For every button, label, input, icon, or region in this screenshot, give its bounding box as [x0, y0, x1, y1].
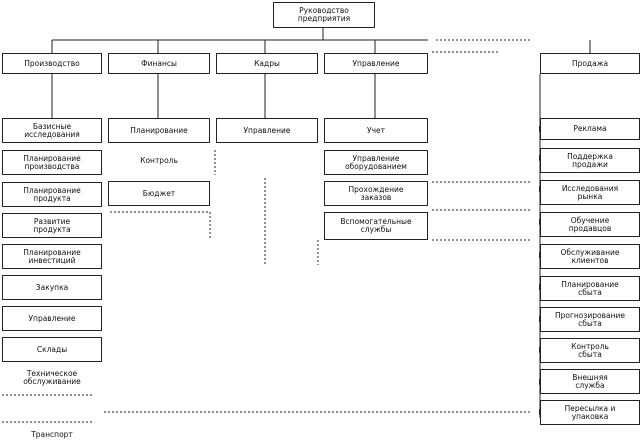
production-item: Развитие продукта	[2, 213, 102, 238]
production-item: Планирование инвестиций	[2, 244, 102, 269]
production-item: Базисные исследования	[2, 118, 102, 143]
production-item: Планирование продукта	[2, 182, 102, 207]
department-management: Управление	[324, 53, 428, 74]
management-item: Учет	[324, 118, 428, 143]
finance-item: Бюджет	[108, 181, 210, 206]
hr-item: Управление	[216, 118, 318, 143]
sales-item: Исследования рынка	[540, 180, 640, 205]
production-item-maintenance: Техническое обслуживание	[23, 369, 81, 386]
production-item: Закупка	[2, 275, 102, 300]
sales-item: Реклама	[540, 118, 640, 140]
finance-item: Планирование	[108, 118, 210, 143]
finance-item: Контроль	[140, 155, 178, 165]
production-item-transport: Транспорт	[31, 430, 73, 439]
production-item: Склады	[2, 337, 102, 362]
sales-item: Планирование сбыта	[540, 276, 640, 301]
department-production: Производство	[2, 53, 102, 74]
management-item: Прохождение заказов	[324, 181, 428, 206]
sales-item: Поддержка продажи	[540, 148, 640, 173]
sales-item: Пересылка и упаковка	[540, 400, 640, 425]
department-sales: Продажа	[540, 53, 640, 74]
sales-item: Прогнозирование сбыта	[540, 307, 640, 332]
production-item: Планирование производства	[2, 150, 102, 175]
sales-item: Контроль сбыта	[540, 338, 640, 363]
management-item: Вспомогательные службы	[324, 212, 428, 240]
sales-item: Обучение продавцов	[540, 212, 640, 237]
sales-item: Обслуживание клиентов	[540, 244, 640, 269]
production-item: Управление	[2, 306, 102, 331]
sales-item: Внешняя служба	[540, 369, 640, 394]
top-management-box: Руководство предприятия	[273, 2, 375, 28]
department-finance: Финансы	[108, 53, 210, 74]
department-hr: Кадры	[216, 53, 318, 74]
management-item: Управление оборудованием	[324, 150, 428, 175]
